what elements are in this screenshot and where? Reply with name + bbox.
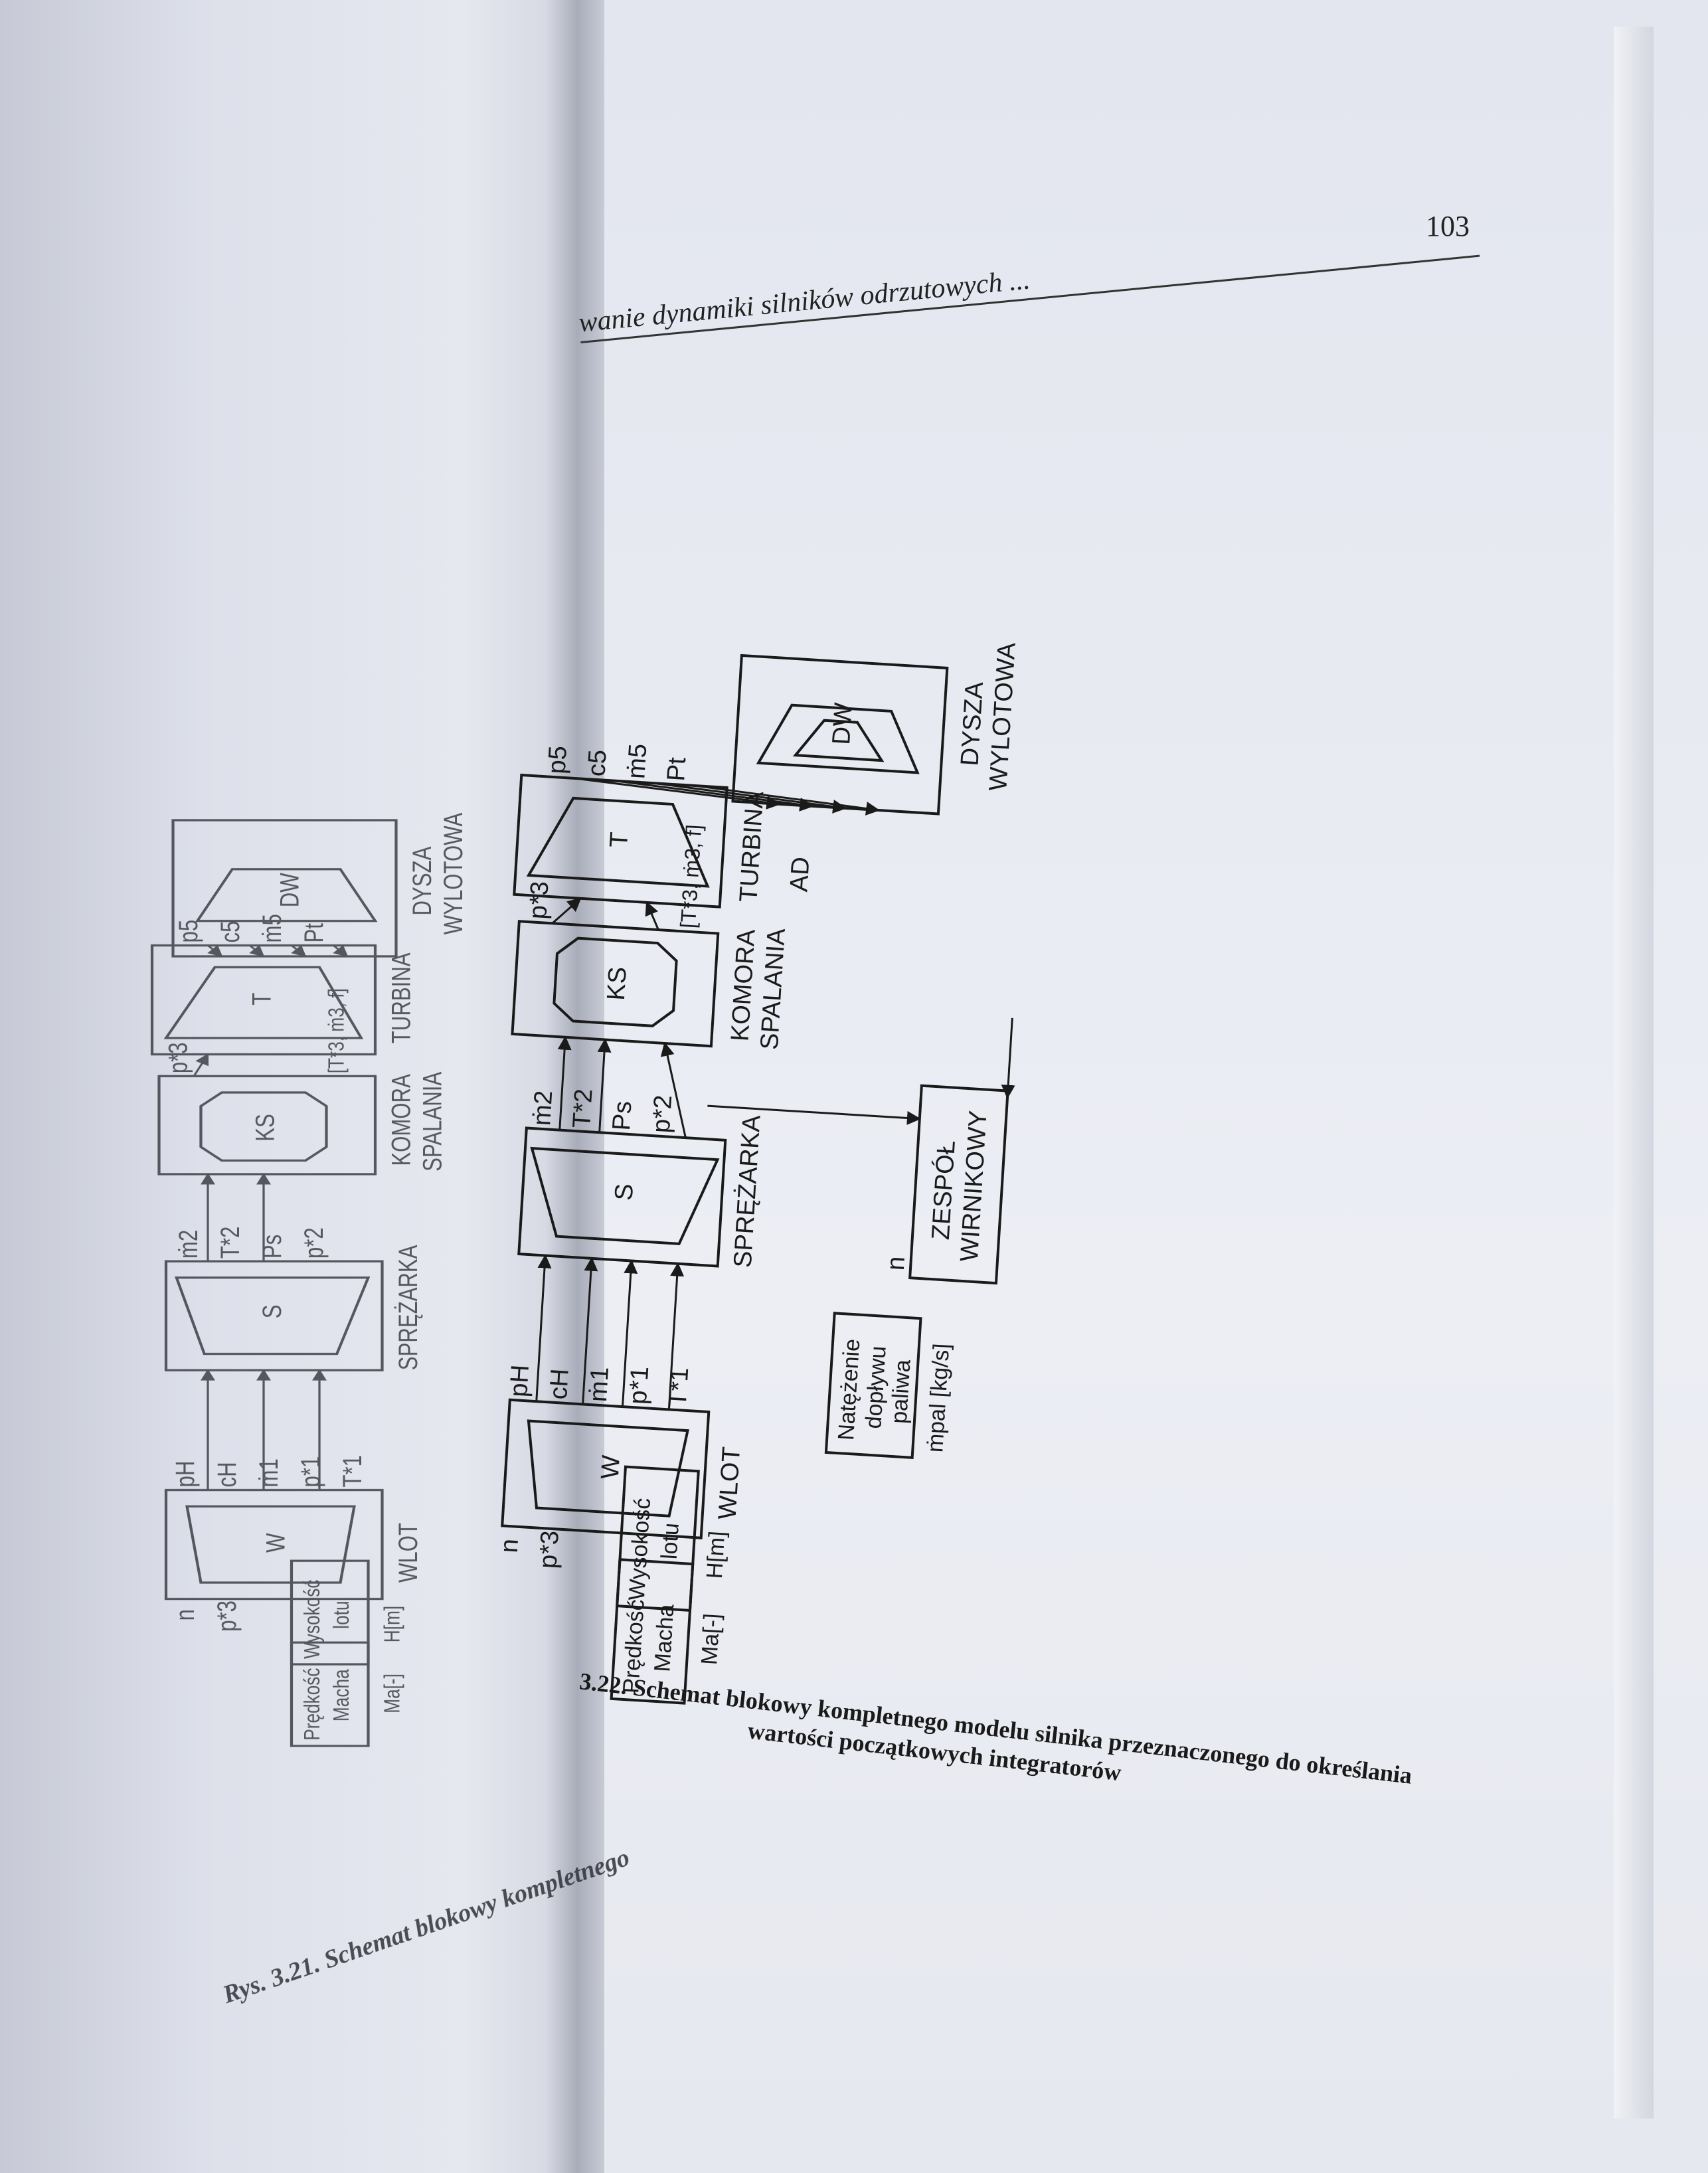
- r-turbina-out-3: Pt: [662, 756, 691, 782]
- l-komora-label-2: SPALANIA: [418, 1072, 448, 1172]
- right-block-diagram: DW DYSZA WYLOTOWA T TURBINA p5 c5 ṁ5 Pt …: [495, 642, 1021, 1705]
- r-turbina-out-1: c5: [582, 749, 612, 778]
- r-komora-label-2: SPALANIA: [756, 927, 791, 1051]
- r-wlot-label: WLOT: [713, 1446, 746, 1520]
- l-sprezarka-out-2: Ps: [258, 1235, 288, 1259]
- r-wlot-in-1: p*3: [534, 1529, 564, 1569]
- r-sprezarka-out-1: T*2: [568, 1088, 598, 1129]
- r-dw-symbol: DW: [827, 702, 858, 746]
- r-komora-label-1: KOMORA: [726, 928, 760, 1042]
- l-sprezarka-label: SPRĘŻARKA: [393, 1245, 423, 1370]
- r-natezenie-1: Natężenie: [833, 1338, 865, 1441]
- header-rule: [580, 254, 1480, 344]
- l-wlot-out-3: p*1: [296, 1456, 325, 1488]
- book-gutter: [545, 0, 604, 2173]
- r-zespol-label-1: ZESPÓŁ: [926, 1140, 961, 1241]
- r-dw-label-1: DYSZA: [956, 681, 989, 767]
- running-header-group: wanie dynamiki silników odrzutowych ...: [577, 254, 1480, 344]
- r-ad-label: AD: [785, 856, 815, 893]
- r-komora-out-0: p*3: [524, 881, 554, 920]
- l-wysokosc-unit: H[m]: [381, 1606, 405, 1642]
- r-turbina-symbol: T: [605, 831, 634, 849]
- l-wlot-label: WLOT: [393, 1523, 423, 1583]
- r-predkosc-unit: Ma[-]: [697, 1612, 725, 1666]
- l-turbina-out-1: c5: [216, 921, 246, 943]
- r-wlot-out-1: cH: [545, 1368, 574, 1401]
- r-komora-symbol: KS: [602, 966, 632, 1001]
- left-block-diagram: DW DYSZA WYLOTOWA T TURBINA p5 c5 ṁ5 Pt …: [150, 813, 469, 1747]
- r-wlot-out-2: ṁ1: [584, 1366, 614, 1403]
- l-turbina-label: TURBINA: [386, 952, 416, 1043]
- r-dw-label-2: WYLOTOWA: [984, 642, 1021, 792]
- l-turbina-out-2: ṁ5: [258, 914, 288, 942]
- r-predkosc-2: Macha: [649, 1603, 679, 1672]
- l-dw-label-2: WYLOTOWA: [439, 813, 469, 935]
- left-page: [0, 0, 578, 2173]
- l-predkosc-1: Prędkość: [300, 1668, 325, 1740]
- r-wysokosc-unit: H[m]: [702, 1530, 730, 1579]
- l-sprezarka-symbol: S: [258, 1305, 288, 1319]
- r-sprezarka-out-2: Ps: [608, 1100, 638, 1132]
- right-page: [578, 0, 1708, 2173]
- l-wlot-out-4: T*1: [337, 1455, 367, 1487]
- l-wlot-out-0: pH: [170, 1461, 200, 1488]
- r-predkosc-1: Prędkość: [618, 1599, 649, 1694]
- l-dw-label-1: DYSZA: [407, 847, 437, 916]
- l-komora-out-1: [T*3, ṁ3, f]: [325, 988, 349, 1073]
- r-natezenie-unit: ṁpal [kg/s]: [922, 1343, 954, 1453]
- l-wysokosc-2: lotu: [329, 1601, 354, 1628]
- r-wlot-symbol: W: [596, 1454, 626, 1480]
- r-wlot-out-4: T*1: [664, 1367, 695, 1408]
- left-page-content: DW DYSZA WYLOTOWA T TURBINA p5 c5 ṁ5 Pt …: [150, 813, 633, 2010]
- r-komora-out-1: [T*3, ṁ3, f]: [676, 824, 706, 928]
- r-zespol-label-2: WIRNIKOWY: [956, 1110, 993, 1262]
- l-turbina-out-3: Pt: [299, 923, 329, 942]
- l-sprezarka-out-1: T*2: [216, 1227, 246, 1259]
- running-header: wanie dynamiki silników odrzutowych ...: [577, 264, 1031, 338]
- page-edge: [1614, 27, 1654, 2119]
- r-natezenie-3: paliwa: [887, 1359, 916, 1425]
- r-turbina-out-0: p5: [543, 745, 573, 775]
- l-sprezarka-out-3: p*2: [299, 1227, 329, 1259]
- r-sprezarka-symbol: S: [610, 1183, 639, 1201]
- r-wysokosc-1: Wysokość: [624, 1497, 655, 1601]
- r-turbina-label: TURBINA: [734, 790, 769, 903]
- r-turbina-out-2: ṁ5: [622, 743, 652, 780]
- page-number: 103: [1426, 210, 1470, 242]
- l-komora-symbol: KS: [250, 1114, 280, 1142]
- right-page-content: 103 wanie dynamiki silników odrzutowych …: [495, 210, 1480, 1789]
- l-predkosc-unit: Ma[-]: [381, 1674, 405, 1713]
- r-natezenie-2: dopływu: [861, 1346, 891, 1430]
- l-sprezarka-out-0: ṁ2: [174, 1230, 204, 1259]
- l-predkosc-2: Macha: [329, 1669, 354, 1721]
- r-zespol-port: n: [882, 1255, 910, 1271]
- r-sprezarka-out-3: p*2: [647, 1094, 677, 1134]
- l-wlot-symbol: W: [261, 1533, 291, 1553]
- l-wlot-in-0: n: [170, 1609, 200, 1620]
- l-wysokosc-1: Wysokość: [300, 1580, 325, 1659]
- left-caption: Rys. 3.21. Schemat blokowy kompletnego: [218, 1844, 633, 2010]
- l-komora-label-1: KOMORA: [386, 1074, 416, 1166]
- r-sprezarka-out-0: ṁ2: [528, 1090, 558, 1126]
- right-caption-group: 3.22. Schemat blokowy kompletnego modelu…: [578, 1668, 1414, 1789]
- r-wlot-out-3: p*1: [624, 1365, 654, 1405]
- l-turbina-symbol: T: [247, 993, 277, 1005]
- l-komora-out-0: p*3: [163, 1043, 193, 1074]
- l-wlot-in-1: p*3: [212, 1601, 242, 1632]
- r-sprezarka-label: SPRĘŻARKA: [728, 1114, 766, 1268]
- l-turbina-out-0: p5: [174, 920, 204, 943]
- r-wysokosc-2: lotu: [657, 1522, 684, 1560]
- l-wlot-out-2: ṁ1: [254, 1458, 284, 1487]
- l-dw-symbol: DW: [275, 873, 305, 907]
- r-wlot-in-0: n: [495, 1538, 524, 1554]
- l-wlot-out-1: cH: [212, 1462, 242, 1487]
- r-wlot-out-0: pH: [505, 1364, 535, 1398]
